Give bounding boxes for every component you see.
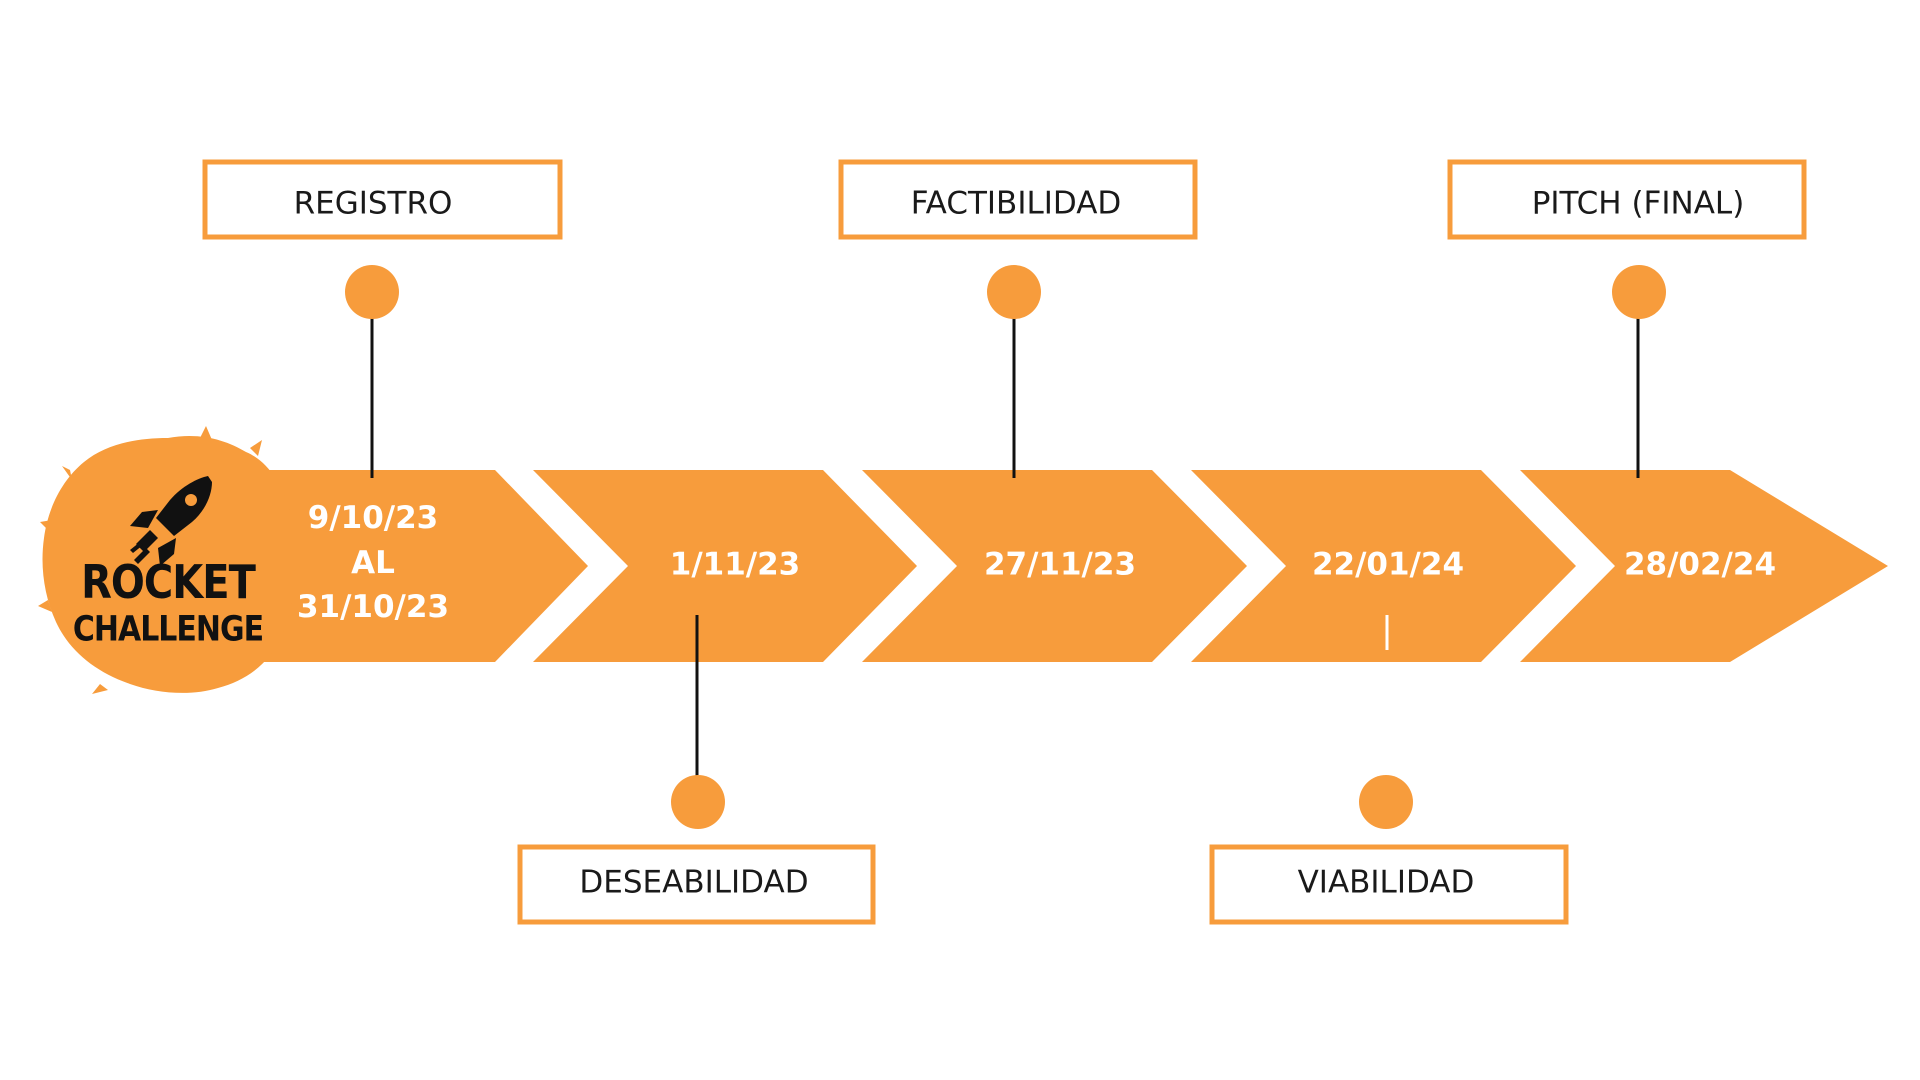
connector-dot-4: [1359, 775, 1413, 829]
chevron-segment-3: [862, 470, 1247, 662]
label-box-factibilidad: [838, 159, 1198, 240]
logo-line-1: ROCKET: [81, 556, 256, 609]
stage-1-date-line-1: 9/10/23: [308, 500, 439, 536]
connectors: [345, 265, 1666, 829]
label-box-pitch: [1447, 159, 1807, 240]
label-deseabilidad: DESEABILIDAD: [579, 865, 808, 901]
stage-1-date-line-2: AL: [351, 545, 395, 581]
connector-dot-3: [987, 265, 1041, 319]
label-factibilidad: FACTIBILIDAD: [911, 186, 1122, 222]
stage-1-date-line-3: 31/10/23: [297, 589, 449, 625]
connector-dot-5: [1612, 265, 1666, 319]
rocket-challenge-logo: ROCKET CHALLENGE: [38, 426, 300, 694]
chevron-segment-2: [533, 470, 917, 662]
label-box-viabilidad: [1209, 844, 1569, 925]
stage-dates: 9/10/23 AL 31/10/23 1/11/23 27/11/23 22/…: [297, 500, 1776, 625]
label-box-registro: [202, 159, 563, 240]
label-box-deseabilidad: [517, 844, 876, 925]
logo-line-2: CHALLENGE: [73, 609, 263, 650]
logo-badge: [42, 435, 296, 693]
chevron-row: [218, 470, 1888, 662]
connector-dot-2: [671, 775, 725, 829]
rocket-icon: [130, 476, 212, 566]
label-registro: REGISTRO: [294, 186, 453, 222]
chevron-segment-4: [1191, 470, 1576, 662]
stage-2-date: 1/11/23: [670, 547, 801, 583]
chevron-segment-5: [1520, 470, 1888, 662]
stage-5-date: 28/02/24: [1624, 547, 1776, 583]
connector-dot-1: [345, 265, 399, 319]
stage-labels: REGISTRO DESEABILIDAD FACTIBILIDAD VIABI…: [202, 159, 1807, 925]
chevron-segment-1: [218, 470, 588, 662]
label-pitch-final: PITCH (FINAL): [1532, 186, 1745, 222]
stage-3-date: 27/11/23: [984, 547, 1136, 583]
stage-4-date: 22/01/24: [1312, 547, 1464, 583]
label-viabilidad: VIABILIDAD: [1298, 865, 1475, 901]
